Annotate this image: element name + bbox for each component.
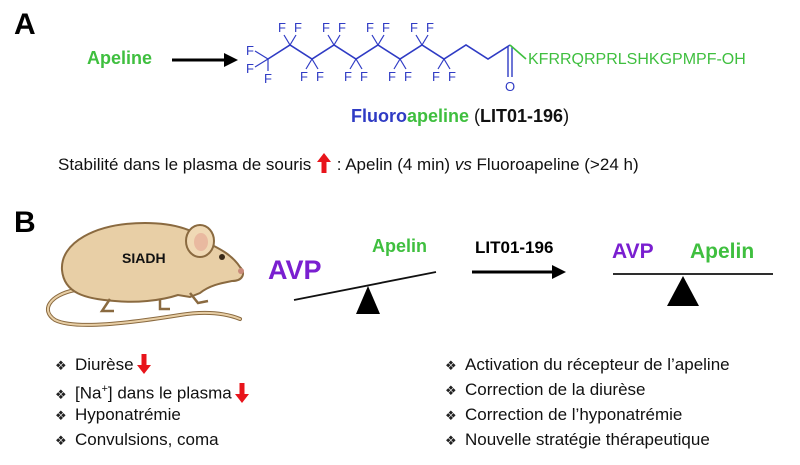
increase-arrow-icon [316,153,331,173]
scale-right [613,273,773,306]
bullet-text: Diurèse [75,355,134,374]
fluorine-atom: F [410,20,418,35]
fluorine-atom: F [338,20,346,35]
treatment-label: LIT01-196 [475,238,554,257]
scale-left-avp: AVP [268,255,322,285]
cf-bonds [254,34,451,71]
amide-bond [509,44,527,60]
mouse-middle-leg [158,299,170,311]
fluorine-atom: F [246,43,254,58]
mouse-front-leg [189,292,209,305]
mouse-eye [219,254,225,260]
list-item: ❖ Hyponatrémie [55,402,250,427]
fluorine-atom: F [294,20,302,35]
stability-tail: Fluoroapeline (>24 h) [471,155,639,174]
scale-right-avp: AVP [612,240,654,263]
scale-left-beam [293,271,437,301]
fluorine-atom: F [264,71,272,86]
bullet-icon: ❖ [445,433,457,448]
fluorine-atom: F [322,20,330,35]
fluorine-atom: F [366,20,374,35]
carbonyl-bond [507,47,513,77]
bullet-icon: ❖ [445,408,457,423]
scale-left [293,271,437,314]
bullet-text-post: ] dans le plasma [107,383,232,403]
fluorine-atom: F [278,20,286,35]
bullet-text: Correction de la diurèse [465,380,646,399]
bullet-sup: + [101,383,108,395]
scale-right-apelin: Apelin [690,240,755,263]
fluorine-atom: F [432,69,440,84]
bullet-text-pre: [Na [75,383,102,403]
fluorine-atoms: F F F F F F F F F F F F F F F F F F F [246,20,456,86]
mouse-ear-inner [194,233,208,251]
stability-colon: : Apelin (4 min) [331,155,455,174]
bullet-text: Hyponatrémie [75,405,181,424]
bullet-text: Convulsions, coma [75,430,219,449]
bullet-text: Correction de l’hyponatrémie [465,405,683,424]
panel-b-label: B [14,206,36,239]
symptom-list: ❖ Diurèse ❖ [Na+] dans le plasma ❖ Hyponatr… [55,352,250,452]
apeline-label: Apeline [87,48,153,68]
panel-a-label: A [14,8,36,41]
compound-code-close: ) [563,106,570,126]
stability-text: Stabilité dans le plasma de souris [58,155,312,174]
mouse-label: SIADH [122,250,166,266]
carbon-chain-bonds [267,44,511,60]
bullet-icon: ❖ [55,358,67,373]
bullet-text: Activation du récepteur de l’apeline [465,355,730,374]
fluorine-atom: F [448,69,456,84]
fluorine-atom: F [388,69,396,84]
bullet-text: Nouvelle stratégie thérapeutique [465,430,710,449]
compound-name-suffix: apeline [407,106,470,126]
apeline-to-fluoro-arrow [172,53,238,67]
fluorine-atom: F [382,20,390,35]
bullet-icon: ❖ [445,358,457,373]
list-item: ❖ Convulsions, coma [55,427,250,452]
scale-right-fulcrum [667,276,699,306]
mouse-back-leg [99,298,114,313]
fluorine-atom: F [426,20,434,35]
fluoroapeline-structure: F F F F F F F F F F F F F F F F F F F O … [246,20,746,94]
bullet-icon: ❖ [55,433,67,448]
treatment-arrow [472,265,566,279]
fluorine-atom: F [344,69,352,84]
compound-name-prefix: Fluoro [351,106,407,126]
compound-code-open: ( [469,106,481,126]
peptide-sequence: KFRRQRPRLSHKGPMPF-OH [528,51,746,68]
fluorine-atom: F [316,69,324,84]
list-item: ❖ Nouvelle stratégie thérapeutique [445,427,730,452]
list-item: ❖ Correction de l’hyponatrémie [445,402,730,427]
scale-left-apelin: Apelin [372,236,428,256]
fluorine-atom: F [360,69,368,84]
mouse-nose [238,268,244,274]
bullet-icon: ❖ [55,386,67,402]
fluorine-atom: F [404,69,412,84]
scale-left-fulcrum [356,286,380,314]
list-item: ❖ Correction de la diurèse [445,377,730,402]
compound-code: LIT01-196 [480,106,564,126]
compound-name: Fluoroapeline (LIT01-196) [351,106,569,127]
outcome-list: ❖ Activation du récepteur de l’apeline ❖ C… [445,352,730,452]
list-item: ❖ Activation du récepteur de l’apeline [445,352,730,377]
oxygen-atom: O [505,79,515,94]
list-item: ❖ Diurèse [55,352,250,377]
list-item: ❖ [Na+] dans le plasma [55,377,250,403]
decrease-arrow-icon [234,382,249,403]
decrease-arrow-icon [136,354,151,374]
mouse-tail-inner [47,289,241,326]
stability-line: Stabilité dans le plasma de souris : Ape… [58,152,639,175]
bullet-icon: ❖ [55,408,67,423]
fluorine-atom: F [246,61,254,76]
stability-vs: vs [454,155,472,174]
mouse-illustration: SIADH [46,221,245,327]
fluorine-atom: F [300,69,308,84]
bullet-icon: ❖ [445,383,457,398]
